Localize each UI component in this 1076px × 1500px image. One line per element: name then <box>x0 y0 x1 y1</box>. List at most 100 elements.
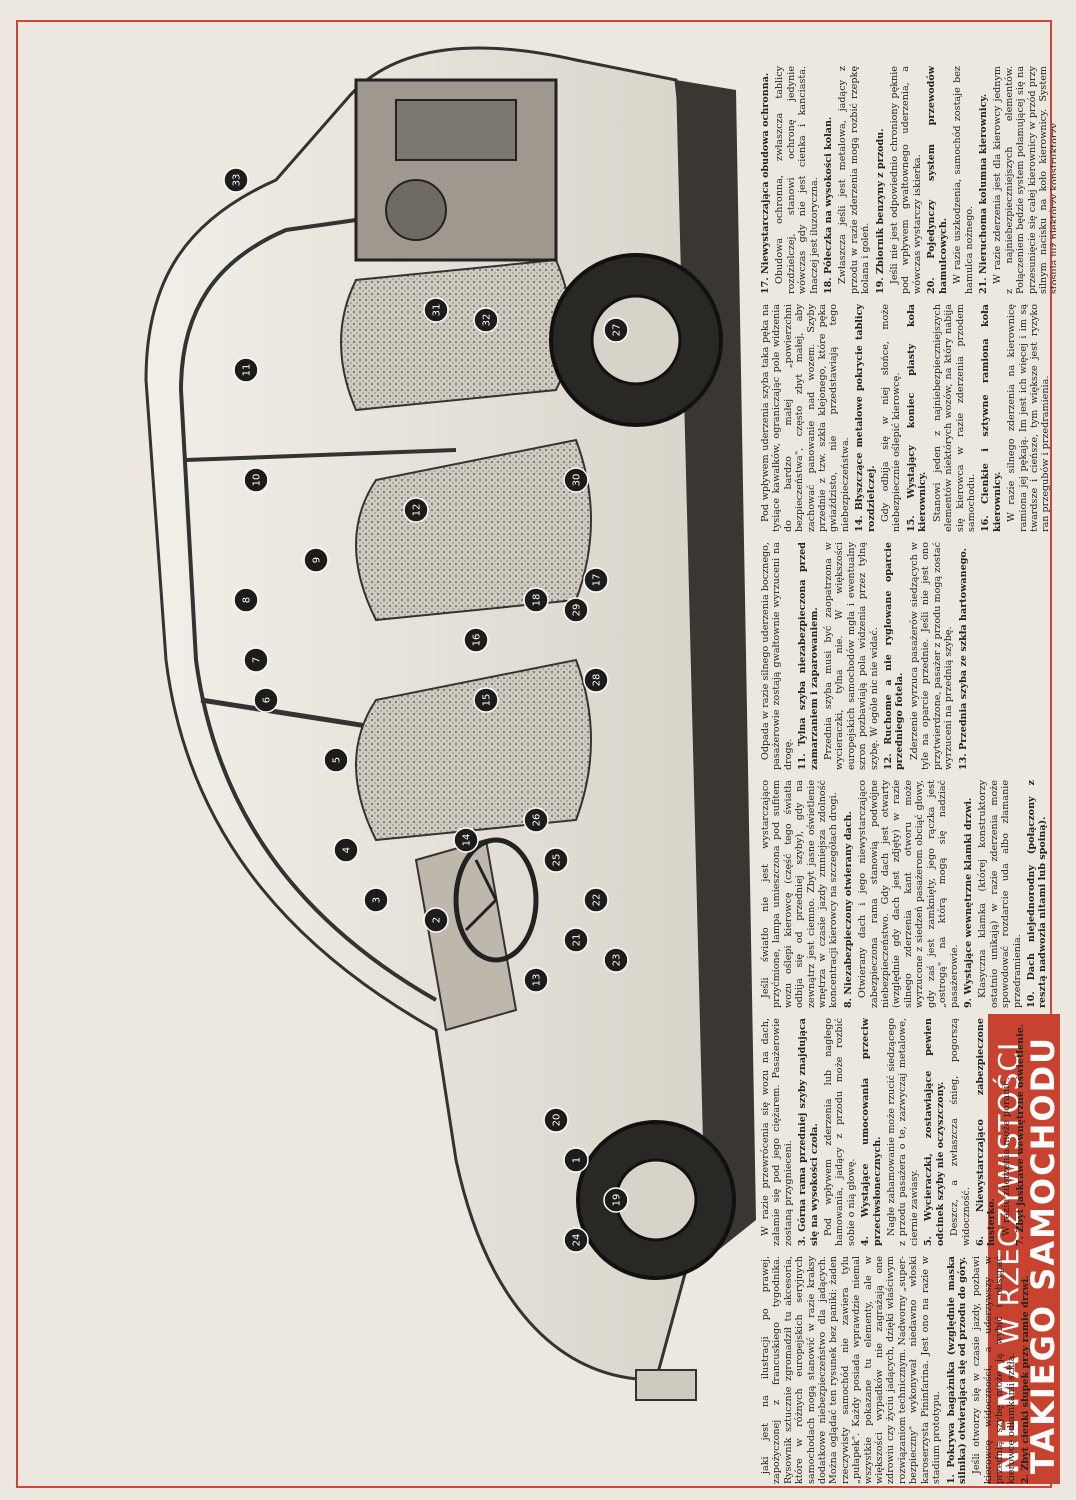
callout-23: 23 <box>603 947 629 973</box>
callout-label: 19 <box>612 1194 623 1207</box>
item-heading: 12. Ruchome a nie ryglowane oparcie prze… <box>883 542 906 770</box>
item-heading: 1. Pokrywa bagażnika (względnie maska si… <box>945 1256 968 1484</box>
callout-27: 27 <box>603 317 629 343</box>
callout-label: 3 <box>372 897 383 903</box>
callout-28: 28 <box>583 667 609 693</box>
item-heading: 7. Zbyt jaskrawe wewnętrzne oświetlenie. <box>1015 1023 1027 1246</box>
item-text: Obudowa ochronna, zwłaszcza tablicy rozd… <box>774 66 820 294</box>
text-column-5: Pod wpływem uderzenia szyba taka pęka na… <box>760 304 1056 532</box>
callout-label: 14 <box>462 834 473 847</box>
callout-label: 11 <box>242 364 253 377</box>
callout-label: 29 <box>572 604 583 617</box>
item-text: W razie zderzenia jest dla kierowcy jedn… <box>992 66 1056 294</box>
callout-label: 23 <box>612 954 623 967</box>
item-heading: 13. Przednia szyba ze szkła hartowanego. <box>957 548 969 770</box>
callout-label: 16 <box>472 634 483 647</box>
car-cutaway-illustration: 1234567891011121314151617181920212223242… <box>144 46 756 1401</box>
item-text: Otwierany dach i jego niewystarczająco z… <box>857 780 960 1008</box>
callout-label: 6 <box>262 697 273 703</box>
callout-17: 17 <box>583 567 609 593</box>
callout-21: 21 <box>563 927 589 953</box>
callout-20: 20 <box>543 1107 569 1133</box>
callout-label: 2 <box>432 917 443 923</box>
item-heading: 2. Zbyt cienki słupek przy ramie drzwi. <box>1019 1275 1031 1484</box>
callout-22: 22 <box>583 887 609 913</box>
text-column-2: W razie przewrócenia się wozu na dach, z… <box>760 1018 1056 1246</box>
callout-markers: 1234567891011121314151617181920212223242… <box>223 167 629 1253</box>
item-heading: 8. Niezabezpieczony otwierany dach. <box>842 811 854 1008</box>
callout-26: 26 <box>523 807 549 833</box>
item-text: W razie przewrócenia się wozu na dach, z… <box>760 1018 794 1246</box>
callout-label: 27 <box>612 324 623 337</box>
callout-30: 30 <box>563 467 589 493</box>
item-text: Odpada w razie silnego uderzenia boczneg… <box>760 542 794 770</box>
callout-label: 4 <box>342 847 353 853</box>
callout-label: 24 <box>572 1234 583 1247</box>
item-text: Jeśli nie jest odpowiednio chroniony pęk… <box>889 66 923 294</box>
item-heading: 11. Tylna szyba niezabezpieczona przed z… <box>797 542 820 770</box>
item-heading: 19. Zbiornik benzyny z przodu. <box>874 128 886 294</box>
callout-25: 25 <box>543 847 569 873</box>
item-text: Przednia szyba musi być zaopatrzona w wy… <box>823 542 880 770</box>
item-text: W razie uszkodzenia, samochód zostaje be… <box>952 66 975 294</box>
item-text: Jeśli światło nie jest wystarczająco prz… <box>760 780 840 1008</box>
text-column-6: 17. Niewystarczająca obudowa ochronna.Ob… <box>760 66 1056 294</box>
callout-label: 32 <box>482 314 493 327</box>
item-heading: 5. Wycieraczki, zostawiające pewien odci… <box>923 1018 946 1246</box>
callout-label: 12 <box>412 504 423 517</box>
item-text: W razie zderzenia może poranić. <box>1000 1077 1012 1236</box>
callout-label: 28 <box>592 674 603 687</box>
callout-6: 6 <box>253 687 279 713</box>
callout-label: 33 <box>232 174 243 187</box>
item-heading: 9. Wystające wewnętrzne klamki drzwi. <box>962 797 974 1008</box>
callout-label: 8 <box>242 597 253 603</box>
item-text: Deszcz, a zwłaszcza śnieg, pogorszą wido… <box>949 1018 972 1246</box>
item-text: Jeśli otworzy się w czasie jazdy, pozbaw… <box>971 1256 1017 1484</box>
callout-label: 13 <box>532 974 543 987</box>
callout-label: 25 <box>552 854 563 867</box>
callout-19: 19 <box>603 1187 629 1213</box>
item-heading: 6. Niewystarczająco zabezpieczone luster… <box>974 1018 998 1246</box>
callout-15: 15 <box>473 687 499 713</box>
item-heading: 20. Pojedynczy system przewodów hamulcow… <box>926 66 949 294</box>
callout-5: 5 <box>323 747 349 773</box>
callout-1: 1 <box>563 1147 589 1173</box>
callout-label: 18 <box>532 594 543 607</box>
callout-label: 30 <box>572 474 583 487</box>
callout-3: 3 <box>363 887 389 913</box>
callout-label: 31 <box>432 304 443 317</box>
item-text: Klasyczna klamka (której konstruktorzy o… <box>977 780 1023 1008</box>
callout-label: 22 <box>592 894 603 907</box>
item-text: Pod wpływem uderzenia szyba taka pęka na… <box>760 304 851 532</box>
callout-label: 17 <box>592 574 603 587</box>
callout-14: 14 <box>453 827 479 853</box>
intro-paragraph: jaki jest na ilustracji po prawej, zapoż… <box>760 1256 943 1484</box>
text-column-4: Odpada w razie silnego uderzenia boczneg… <box>760 542 1056 770</box>
item-heading: 15. Wystający koniec piasty koła kierown… <box>905 304 929 532</box>
item-text: Zderzenie wyrzuca pasażerów siedzących w… <box>908 542 955 770</box>
item-text: W razie silnego zderzenia na kierownicę … <box>1006 304 1052 532</box>
article-body: jaki jest na ilustracji po prawej, zapoż… <box>760 26 1060 1484</box>
callout-8: 8 <box>233 587 259 613</box>
callout-18: 18 <box>523 587 549 613</box>
callout-label: 21 <box>572 934 583 947</box>
item-heading: 17. Niewystarczająca obudowa ochronna. <box>760 72 771 294</box>
callout-12: 12 <box>403 497 429 523</box>
callout-label: 20 <box>552 1114 563 1127</box>
callout-33: 33 <box>223 167 249 193</box>
callout-label: 5 <box>332 757 343 763</box>
text-column-3: Jeśli światło nie jest wystarczająco prz… <box>760 780 1056 1008</box>
item-heading: 4. Wystające umocowania przeciw przeciws… <box>860 1018 883 1246</box>
callout-7: 7 <box>243 647 269 673</box>
callout-label: 26 <box>532 814 543 827</box>
callout-label: 15 <box>482 694 493 707</box>
callout-label: 9 <box>312 557 323 563</box>
callout-16: 16 <box>463 627 489 653</box>
callout-31: 31 <box>423 297 449 323</box>
callout-13: 13 <box>523 967 549 993</box>
item-heading: 16. Cienkie i sztywne ramiona koła kiero… <box>980 304 1003 532</box>
item-text: Pod wpływem zderzenia lub nagłego hamowa… <box>823 1018 857 1246</box>
item-text: Stanowi jeden z najniebezpieczniejszych … <box>931 304 977 532</box>
